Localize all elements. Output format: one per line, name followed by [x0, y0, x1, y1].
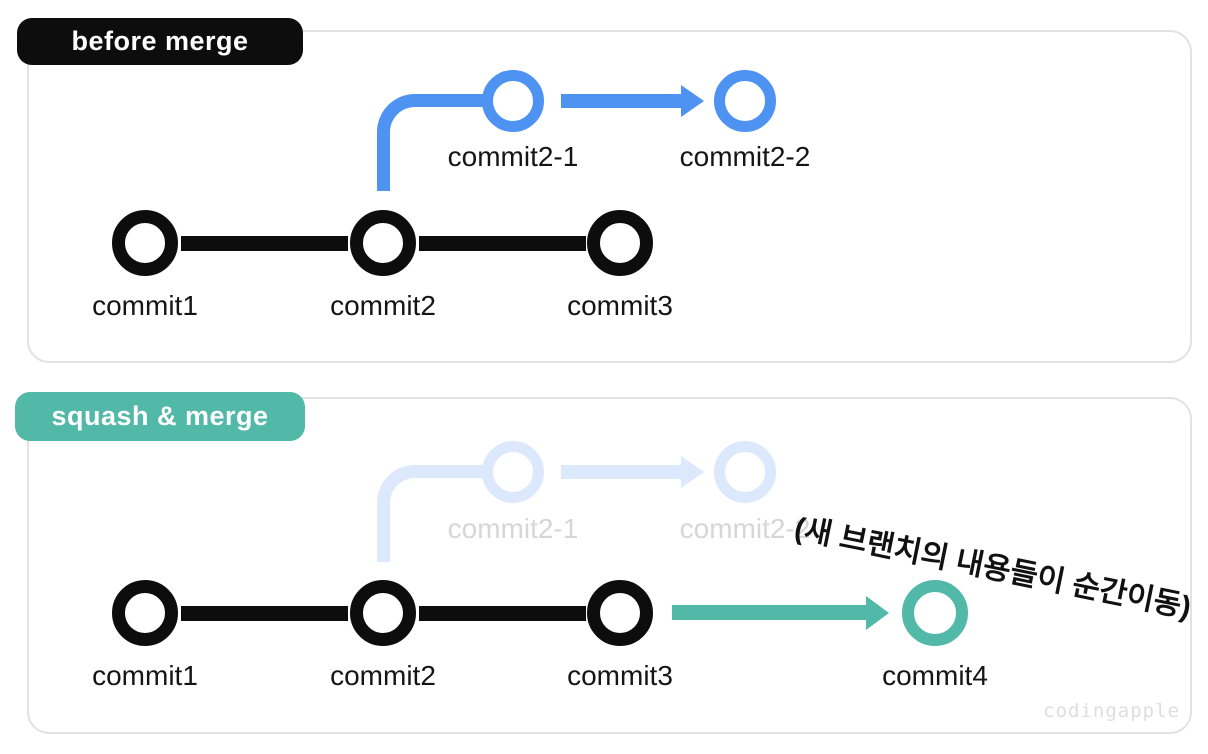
- commit-label-commit3: commit3: [567, 660, 673, 691]
- commit-node-commit2-2: [714, 70, 776, 132]
- main-branch-link: [181, 236, 348, 251]
- before-merge-badge: before merge: [17, 18, 303, 65]
- main-branch-link: [419, 606, 586, 621]
- commit-node-commit2-1: [482, 70, 544, 132]
- commit-label-commit2: commit2: [330, 660, 436, 691]
- branch-arrow-shaft: [561, 94, 683, 108]
- commit-label-commit4: commit4: [882, 660, 988, 691]
- commit-node-commit1: [112, 580, 178, 646]
- squash-merge-badge-label: squash & merge: [51, 401, 269, 431]
- commit-label-commit1: commit1: [92, 290, 198, 321]
- watermark-text: codingapple: [1043, 700, 1180, 722]
- before-merge-badge-label: before merge: [71, 26, 249, 56]
- commit-label-commit1: commit1: [92, 660, 198, 691]
- commit-node-commit2: [350, 580, 416, 646]
- faded-commit-node-commit2-2: [714, 441, 776, 503]
- squash-merge-badge: squash & merge: [15, 392, 305, 441]
- main-branch-link: [181, 606, 348, 621]
- commit-label-commit2: commit2: [330, 290, 436, 321]
- commit-node-commit1: [112, 210, 178, 276]
- commit-label-commit2-1: commit2-1: [447, 141, 579, 172]
- commit-node-commit3: [587, 580, 653, 646]
- main-branch-link: [419, 236, 586, 251]
- commit-node-commit2: [350, 210, 416, 276]
- squash-merge-arrow-head-icon: [866, 596, 889, 630]
- squash-merge-arrow-shaft: [672, 605, 868, 620]
- commit-node-commit4: [902, 580, 968, 646]
- panel-squash-merge: [27, 397, 1192, 734]
- faded-commit-node-commit2-1: [482, 441, 544, 503]
- panel-before-merge: [27, 30, 1192, 363]
- faded-commit-label-commit2-2: commit2-2: [679, 513, 811, 544]
- commit-label-commit3: commit3: [567, 290, 673, 321]
- branch-arrow-head-icon: [681, 85, 704, 117]
- faded-branch-arrow-head-icon: [681, 456, 704, 488]
- commit-node-commit3: [587, 210, 653, 276]
- faded-branch-elbow-connector: [377, 465, 483, 562]
- commit-label-commit2-2: commit2-2: [679, 141, 811, 172]
- faded-commit-label-commit2-1: commit2-1: [447, 513, 579, 544]
- faded-branch-arrow-shaft: [561, 465, 683, 479]
- branch-elbow-connector: [377, 94, 483, 191]
